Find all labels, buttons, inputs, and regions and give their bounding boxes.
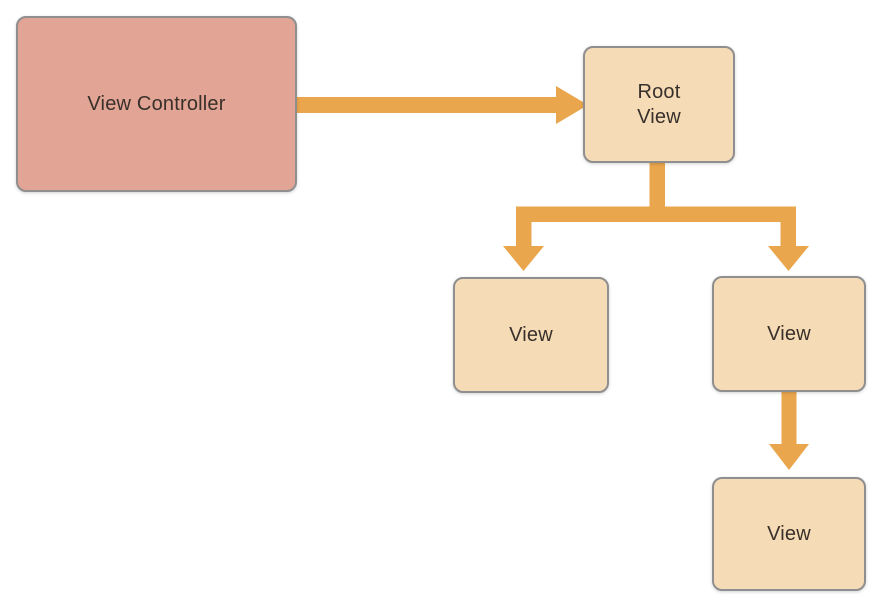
arrow-controller-to-rootview [297, 86, 588, 124]
node-root-view-label: Root View [637, 80, 681, 128]
node-bottom-view-label: View [767, 522, 811, 545]
node-bottom-view: View [712, 477, 866, 591]
node-left-view-label: View [509, 323, 553, 346]
node-view-controller: View Controller [16, 16, 297, 192]
node-left-view: View [453, 277, 609, 393]
arrow-group [297, 86, 809, 470]
node-view-controller-label: View Controller [87, 92, 226, 115]
node-root-view: Root View [583, 46, 735, 163]
node-right-view-label: View [767, 322, 811, 345]
arrow-rootview-to-subviews [503, 162, 809, 271]
arrow-view-to-subview [769, 392, 809, 470]
node-right-view: View [712, 276, 866, 392]
